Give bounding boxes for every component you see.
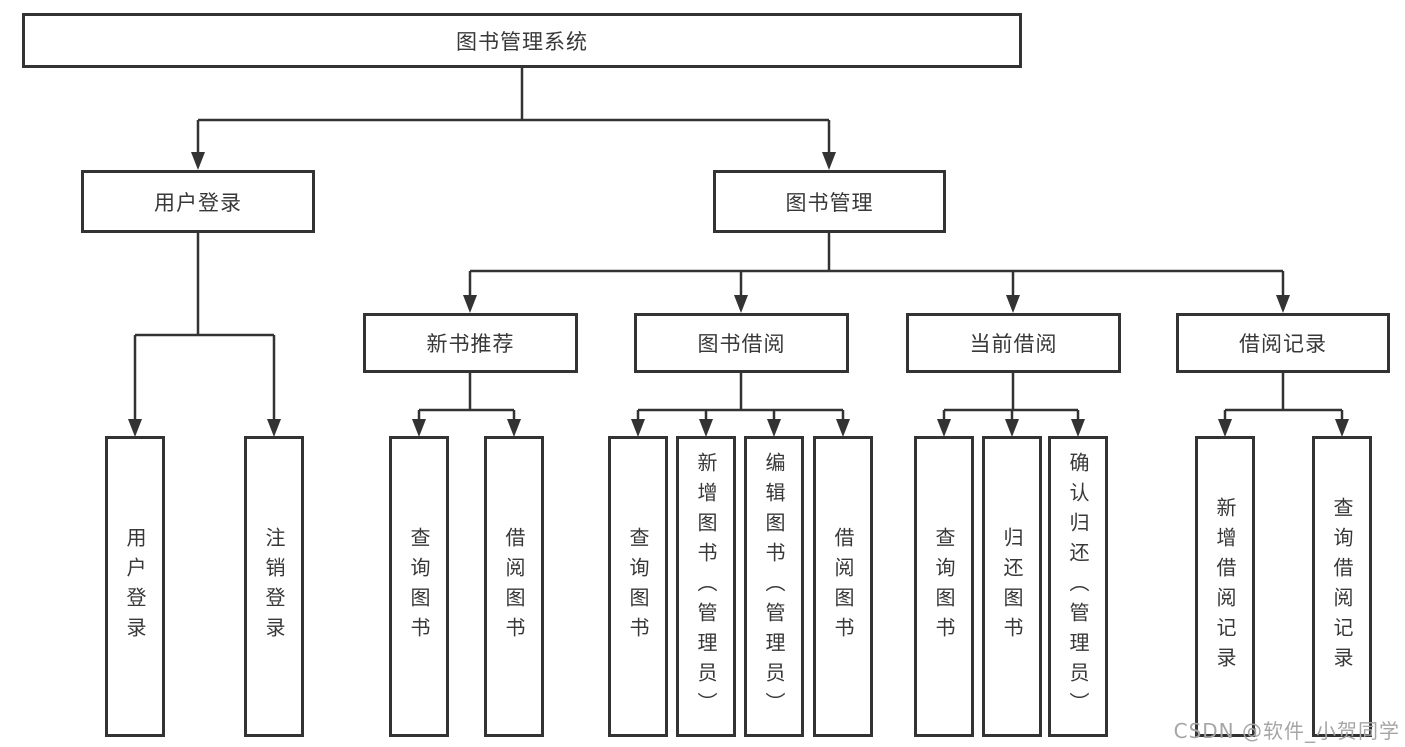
leaf-user-login: 用户登录 [105,436,165,737]
leaf-current-return-book: 归还图书 [982,436,1042,737]
leaf-recommend-borrow-book: 借阅图书 [484,436,544,737]
leaf-borrow-edit-book-label: 编辑图书（管理员） [762,451,786,722]
leaf-borrow-borrow-book: 借阅图书 [813,436,873,737]
leaf-record-add-record: 新增借阅记录 [1195,436,1255,737]
leaf-current-query-book: 查询图书 [914,436,974,737]
arrowheads [128,152,1349,437]
leaf-recommend-borrow-book-label: 借阅图书 [502,526,526,647]
leaf-borrow-add-book: 新增图书（管理员） [676,436,736,737]
leaf-user-login-label: 用户登录 [123,526,147,647]
leaf-recommend-query-book-label: 查询图书 [407,526,431,647]
leaf-record-query-record: 查询借阅记录 [1312,436,1372,737]
leaf-logout-login: 注销登录 [244,436,304,737]
leaf-borrow-query-book: 查询图书 [608,436,668,737]
leaf-borrow-borrow-book-label: 借阅图书 [831,526,855,647]
csdn-watermark: CSDN @软件_小贺同学 [1173,719,1400,743]
leaf-current-confirm-return: 确认归还（管理员） [1048,436,1108,737]
node-new-book-recommend: 新书推荐 [363,313,578,373]
node-user-login: 用户登录 [81,170,315,233]
leaf-borrow-query-book-label: 查询图书 [626,526,650,647]
leaf-borrow-edit-book: 编辑图书（管理员） [744,436,804,737]
node-current-borrow: 当前借阅 [906,313,1121,373]
leaf-record-query-record-label: 查询借阅记录 [1330,496,1354,677]
leaf-current-query-book-label: 查询图书 [932,526,956,647]
node-root: 图书管理系统 [22,13,1022,68]
node-borrow-record: 借阅记录 [1176,313,1390,373]
leaf-recommend-query-book: 查询图书 [389,436,449,737]
node-book-borrow: 图书借阅 [634,313,849,373]
node-book-management: 图书管理 [713,170,946,233]
leaf-logout-login-label: 注销登录 [262,526,286,647]
leaf-current-return-book-label: 归还图书 [1000,526,1024,647]
leaf-record-add-record-label: 新增借阅记录 [1213,496,1237,677]
leaf-borrow-add-book-label: 新增图书（管理员） [694,451,718,722]
leaf-current-confirm-return-label: 确认归还（管理员） [1066,451,1090,722]
